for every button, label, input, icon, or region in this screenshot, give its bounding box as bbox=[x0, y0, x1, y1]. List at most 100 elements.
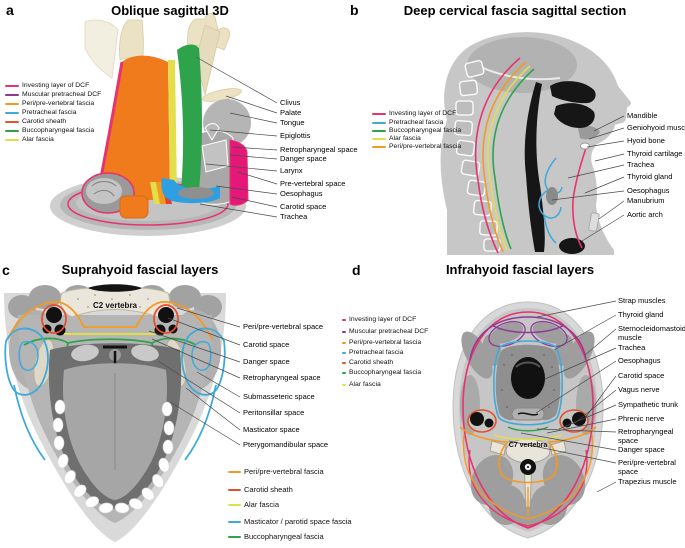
panel-title: Suprahyoid fascial layers bbox=[61, 262, 219, 277]
masticator-fascia-left bbox=[4, 327, 49, 396]
label-danger-space: Danger space bbox=[280, 154, 327, 163]
alar-line bbox=[493, 434, 563, 441]
label-thyroid-gland: Thyroid gland bbox=[618, 310, 664, 319]
pharynx-structures bbox=[71, 344, 159, 365]
legend-item: Muscular pretracheal DCF bbox=[5, 91, 101, 99]
thyroid-gland-shape bbox=[546, 187, 558, 205]
label-danger-space: Danger space bbox=[243, 357, 290, 366]
legend-item: Buccopharyngeal fascia bbox=[228, 533, 324, 541]
panel-letter: d bbox=[352, 262, 361, 278]
label-perivertebral-space: Peri/pre-vertebral space bbox=[618, 458, 676, 476]
leader-lines bbox=[195, 56, 278, 218]
legend-swatch bbox=[372, 137, 386, 141]
scm-left bbox=[461, 331, 493, 379]
legend-swatch bbox=[372, 145, 386, 149]
larynx-cartilage bbox=[195, 123, 238, 205]
label-danger-space: Danger space bbox=[618, 445, 665, 454]
label-pre-vertebral-space: Pre-vertebral space bbox=[280, 179, 346, 188]
fascia-lines bbox=[474, 57, 587, 254]
legend-swatch bbox=[228, 520, 241, 524]
alar-line bbox=[487, 65, 531, 251]
investing-layer-line bbox=[462, 311, 594, 529]
investing-anterior-line bbox=[572, 147, 587, 249]
label-epiglottis: Epiglottis bbox=[280, 131, 311, 140]
c2-vertebra bbox=[59, 284, 171, 318]
legend-swatch bbox=[372, 129, 386, 133]
label-retropharyngeal-space: Retropharyngeal space bbox=[280, 145, 358, 154]
label-oesophagus: Oesophagus bbox=[627, 186, 670, 195]
legend-item: Investing layer of DCF bbox=[342, 316, 416, 324]
label-trachea: Trachea bbox=[280, 212, 308, 221]
leader-lines bbox=[148, 307, 241, 446]
legend-item: Peri/pre-vertebral fascia bbox=[342, 339, 421, 347]
legend-swatch bbox=[342, 362, 346, 364]
fascia-lines bbox=[459, 311, 597, 529]
panel-suprahyoid-fascial-layers: c Suprahyoid fascial layers C2 vertebra … bbox=[0, 255, 352, 548]
label-sympathetic-trunk: Sympathetic trunk bbox=[618, 400, 679, 409]
buccopharyngeal-line bbox=[507, 426, 549, 432]
legend-swatch bbox=[5, 93, 19, 97]
illustration-suprahyoid-axial bbox=[4, 284, 241, 542]
perivertebral-line bbox=[482, 61, 527, 253]
label-retropharyngeal-space: Retropharyngeal space bbox=[618, 427, 674, 445]
panel-letter: b bbox=[350, 2, 359, 18]
pretracheal-horseshoe bbox=[161, 178, 220, 204]
investing-layer-line bbox=[474, 57, 521, 254]
label-tongue: Tongue bbox=[280, 118, 305, 127]
label-oesophagus: Oesophagus bbox=[280, 189, 323, 198]
inner-label-c2-vertebra: C2 vertebra bbox=[92, 301, 138, 310]
legend-item: Alar fascia bbox=[372, 135, 421, 143]
label-retropharyngeal-space: Retropharyngeal space bbox=[243, 373, 321, 382]
trachea-shape bbox=[511, 357, 545, 399]
legend-swatch bbox=[372, 112, 386, 116]
panel-title: Deep cervical fascia sagittal section bbox=[403, 3, 627, 18]
label-strap-muscles: Strap muscles bbox=[618, 296, 666, 305]
label-peritonsillar-space: Peritonsillar space bbox=[243, 408, 305, 417]
illustration-infrahyoid-axial bbox=[452, 300, 617, 539]
c7-vertebra bbox=[489, 438, 567, 508]
legend-item: Alar fascia bbox=[342, 381, 381, 389]
legend-swatch bbox=[5, 111, 19, 115]
inner-label-c7-vertebra: C7 vertebra bbox=[508, 442, 548, 449]
panel-infrahyoid-fascial-layers: d Infrahyoid fascial layers C7 vertebra … bbox=[342, 255, 685, 548]
legend-item: Carotid sheath bbox=[342, 359, 393, 367]
legend-swatch bbox=[342, 352, 346, 354]
label-clivus: Clivus bbox=[280, 98, 301, 107]
label-palate: Palate bbox=[280, 108, 302, 117]
label-vagus-nerve: Vagus nerve bbox=[618, 385, 660, 394]
legend-item: Investing layer of DCF bbox=[5, 82, 89, 90]
manubrium-shape bbox=[588, 212, 600, 232]
label-carotid-space: Carotid space bbox=[243, 340, 290, 349]
label-pterygomandibular-space: Pterygomandibular space bbox=[243, 440, 329, 449]
label-aortic-arch: Aortic arch bbox=[627, 210, 663, 219]
legend-swatch bbox=[228, 470, 241, 474]
legend-swatch bbox=[5, 84, 19, 88]
legend-item: Carotid sheath bbox=[228, 486, 293, 494]
legend-swatch bbox=[342, 331, 346, 333]
label-trapezius-muscle: Trapezius muscle bbox=[618, 477, 677, 486]
legend-item: Buccopharyngeal fascia bbox=[5, 127, 94, 135]
label-submasseteric-space: Submasseteric space bbox=[243, 392, 315, 401]
sectioned-muscle bbox=[81, 172, 149, 219]
legend-item: Pretracheal fascia bbox=[342, 349, 403, 357]
label-masticator-space: Masticator space bbox=[243, 425, 300, 434]
panel-dcf-sagittal-section: b Deep cervical fascia sagittal section … bbox=[342, 0, 685, 255]
legend-swatch bbox=[5, 138, 19, 142]
label-carotid-space: Carotid space bbox=[618, 371, 665, 380]
label-geniohyoid-muscle: Geniohyoid muscle bbox=[627, 123, 685, 132]
label-thyroid-gland: Thyroid gland bbox=[627, 172, 673, 181]
label-trachea: Trachea bbox=[618, 343, 646, 352]
label-perivertebral-space: Peri/pre-vertebral space bbox=[243, 322, 324, 331]
label-carotid-space: Carotid space bbox=[280, 202, 327, 211]
legend-swatch bbox=[5, 120, 19, 124]
legend-item: Peri/pre-vertebral fascia bbox=[5, 100, 94, 108]
legend-item: Muscular pretracheal DCF bbox=[342, 328, 428, 336]
legend-item: Peri/pre-vertebral fascia bbox=[372, 143, 461, 151]
legend-item: Peri/pre-vertebral fascia bbox=[228, 468, 324, 476]
legend-item: Buccopharyngeal fascia bbox=[372, 127, 461, 135]
panel-title: Oblique sagittal 3D bbox=[111, 3, 229, 18]
label-oesophagus: Oesophagus bbox=[618, 356, 661, 365]
legend-item: Pretracheal fascia bbox=[5, 109, 76, 117]
legend-item: Buccopharyngeal fascia bbox=[342, 369, 421, 377]
legend-swatch bbox=[228, 535, 241, 539]
